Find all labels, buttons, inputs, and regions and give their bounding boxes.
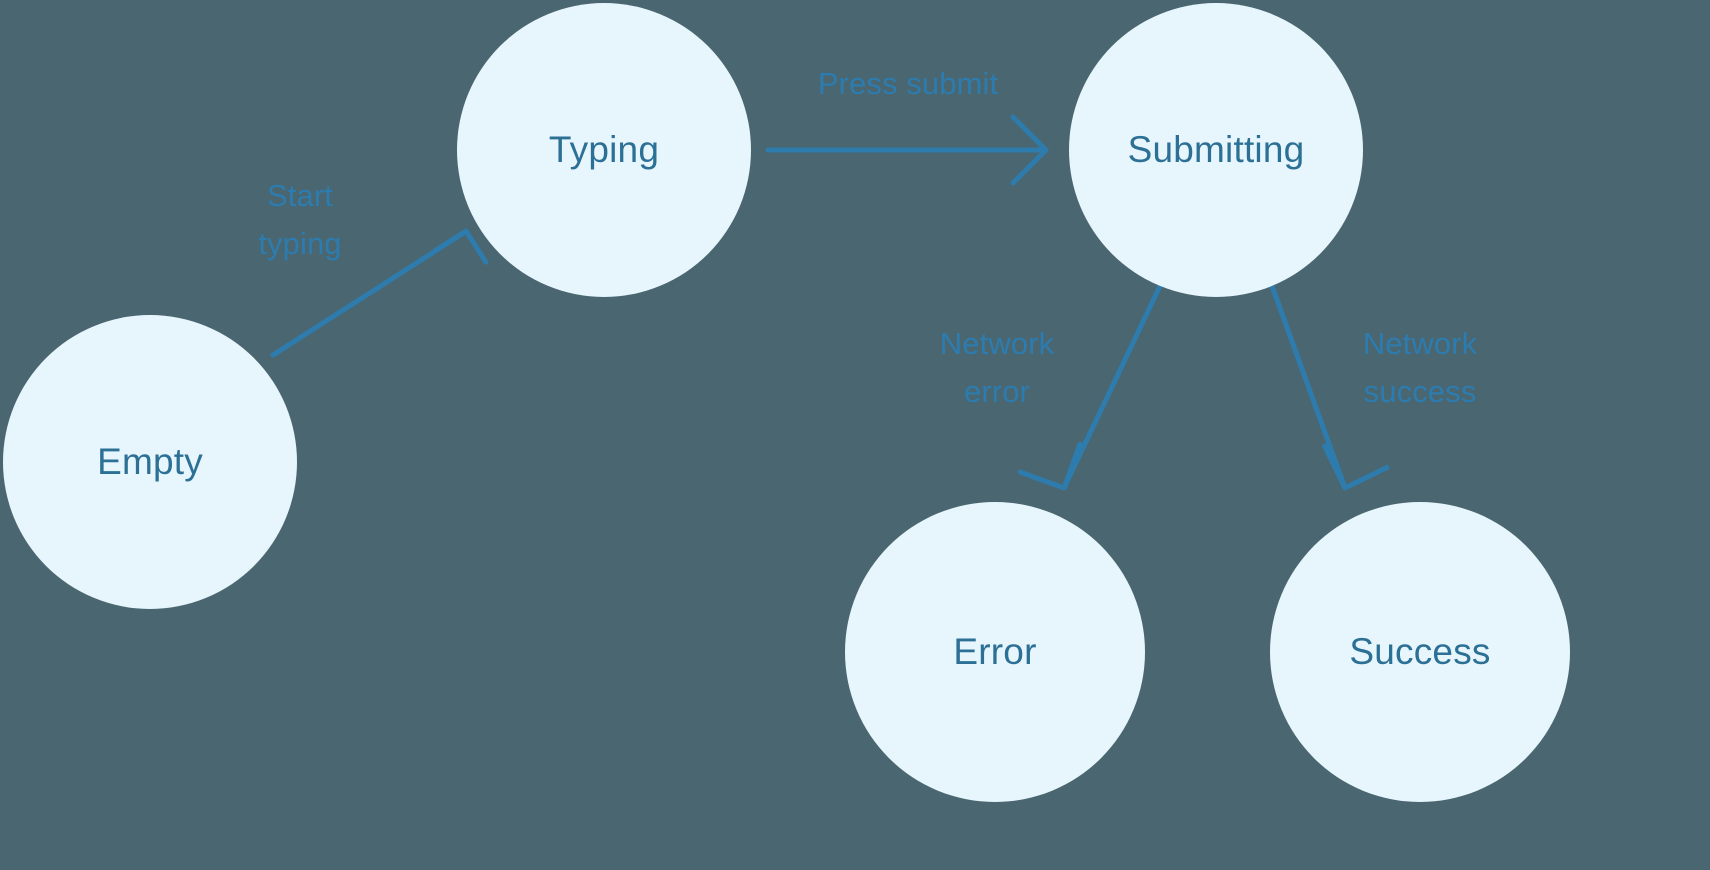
arrowhead-icon — [1322, 443, 1390, 491]
state-node-submitting[interactable]: Submitting — [1069, 3, 1363, 297]
edge-label-start-typing: Start typing — [258, 178, 342, 262]
state-node-label: Success — [1349, 630, 1491, 672]
edge-label-network-error: Network error — [939, 326, 1055, 410]
state-node-label: Typing — [548, 128, 660, 170]
edge-label-press-submit: Press submit — [817, 66, 999, 101]
state-node-empty[interactable]: Empty — [3, 315, 297, 609]
arrowhead-icon — [432, 228, 489, 265]
state-node-label: Error — [953, 630, 1037, 672]
edge-typing-to-submitting — [765, 114, 1049, 186]
state-node-label: Empty — [97, 440, 203, 482]
arrowhead-icon — [1017, 441, 1083, 491]
state-node-typing[interactable]: Typing — [457, 3, 751, 297]
state-node-success[interactable]: Success — [1270, 502, 1570, 802]
arrowhead-icon — [1010, 114, 1049, 186]
state-node-label: Submitting — [1127, 128, 1305, 170]
edge-label-network-success: Network success — [1362, 326, 1478, 410]
state-node-error[interactable]: Error — [845, 502, 1145, 802]
